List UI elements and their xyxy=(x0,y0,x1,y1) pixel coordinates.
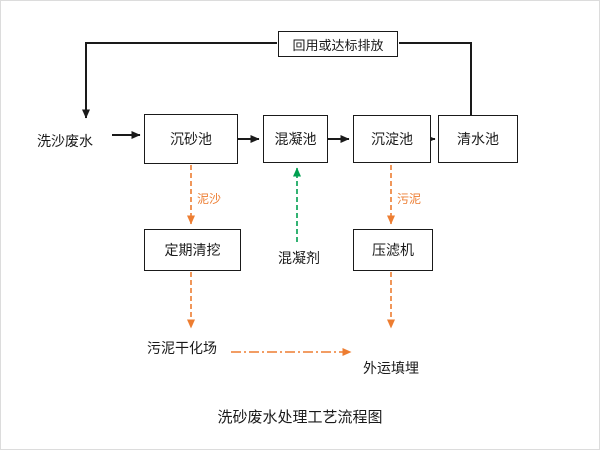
stream-label-sediment: 泥沙 xyxy=(197,192,222,206)
box-filter-press-label: 压滤机 xyxy=(372,243,414,259)
arrow-feedback-left xyxy=(82,42,277,119)
line-feedback-right xyxy=(399,42,472,115)
diagram-title: 洗砂废水处理工艺流程图 xyxy=(217,408,383,426)
box-sedimentation-tank: 沉淀池 xyxy=(353,115,431,163)
sludge-drying-field-label: 污泥干化场 xyxy=(147,341,217,357)
box-clean-water-tank-label: 清水池 xyxy=(457,132,499,148)
landfill-label: 外运填埋 xyxy=(363,361,419,377)
box-sedimentation-tank-label: 沉淀池 xyxy=(371,132,413,148)
stream-label-sludge: 污泥 xyxy=(397,192,422,206)
box-filter-press: 压滤机 xyxy=(353,229,433,271)
box-periodic-dredging: 定期清挖 xyxy=(144,229,241,271)
box-clean-water-tank: 清水池 xyxy=(438,115,518,163)
input-label: 洗沙废水 xyxy=(37,134,93,150)
box-coagulation-tank-label: 混凝池 xyxy=(274,132,317,148)
box-coagulation-tank: 混凝池 xyxy=(263,115,328,163)
coagulant-label: 混凝剂 xyxy=(278,251,320,267)
feedback-label-box: 回用或达标排放 xyxy=(278,31,398,57)
box-periodic-dredging-label: 定期清挖 xyxy=(164,243,221,259)
box-grit-chamber-label: 沉砂池 xyxy=(170,132,212,148)
feedback-label: 回用或达标排放 xyxy=(292,38,384,54)
box-grit-chamber: 沉砂池 xyxy=(144,114,238,164)
